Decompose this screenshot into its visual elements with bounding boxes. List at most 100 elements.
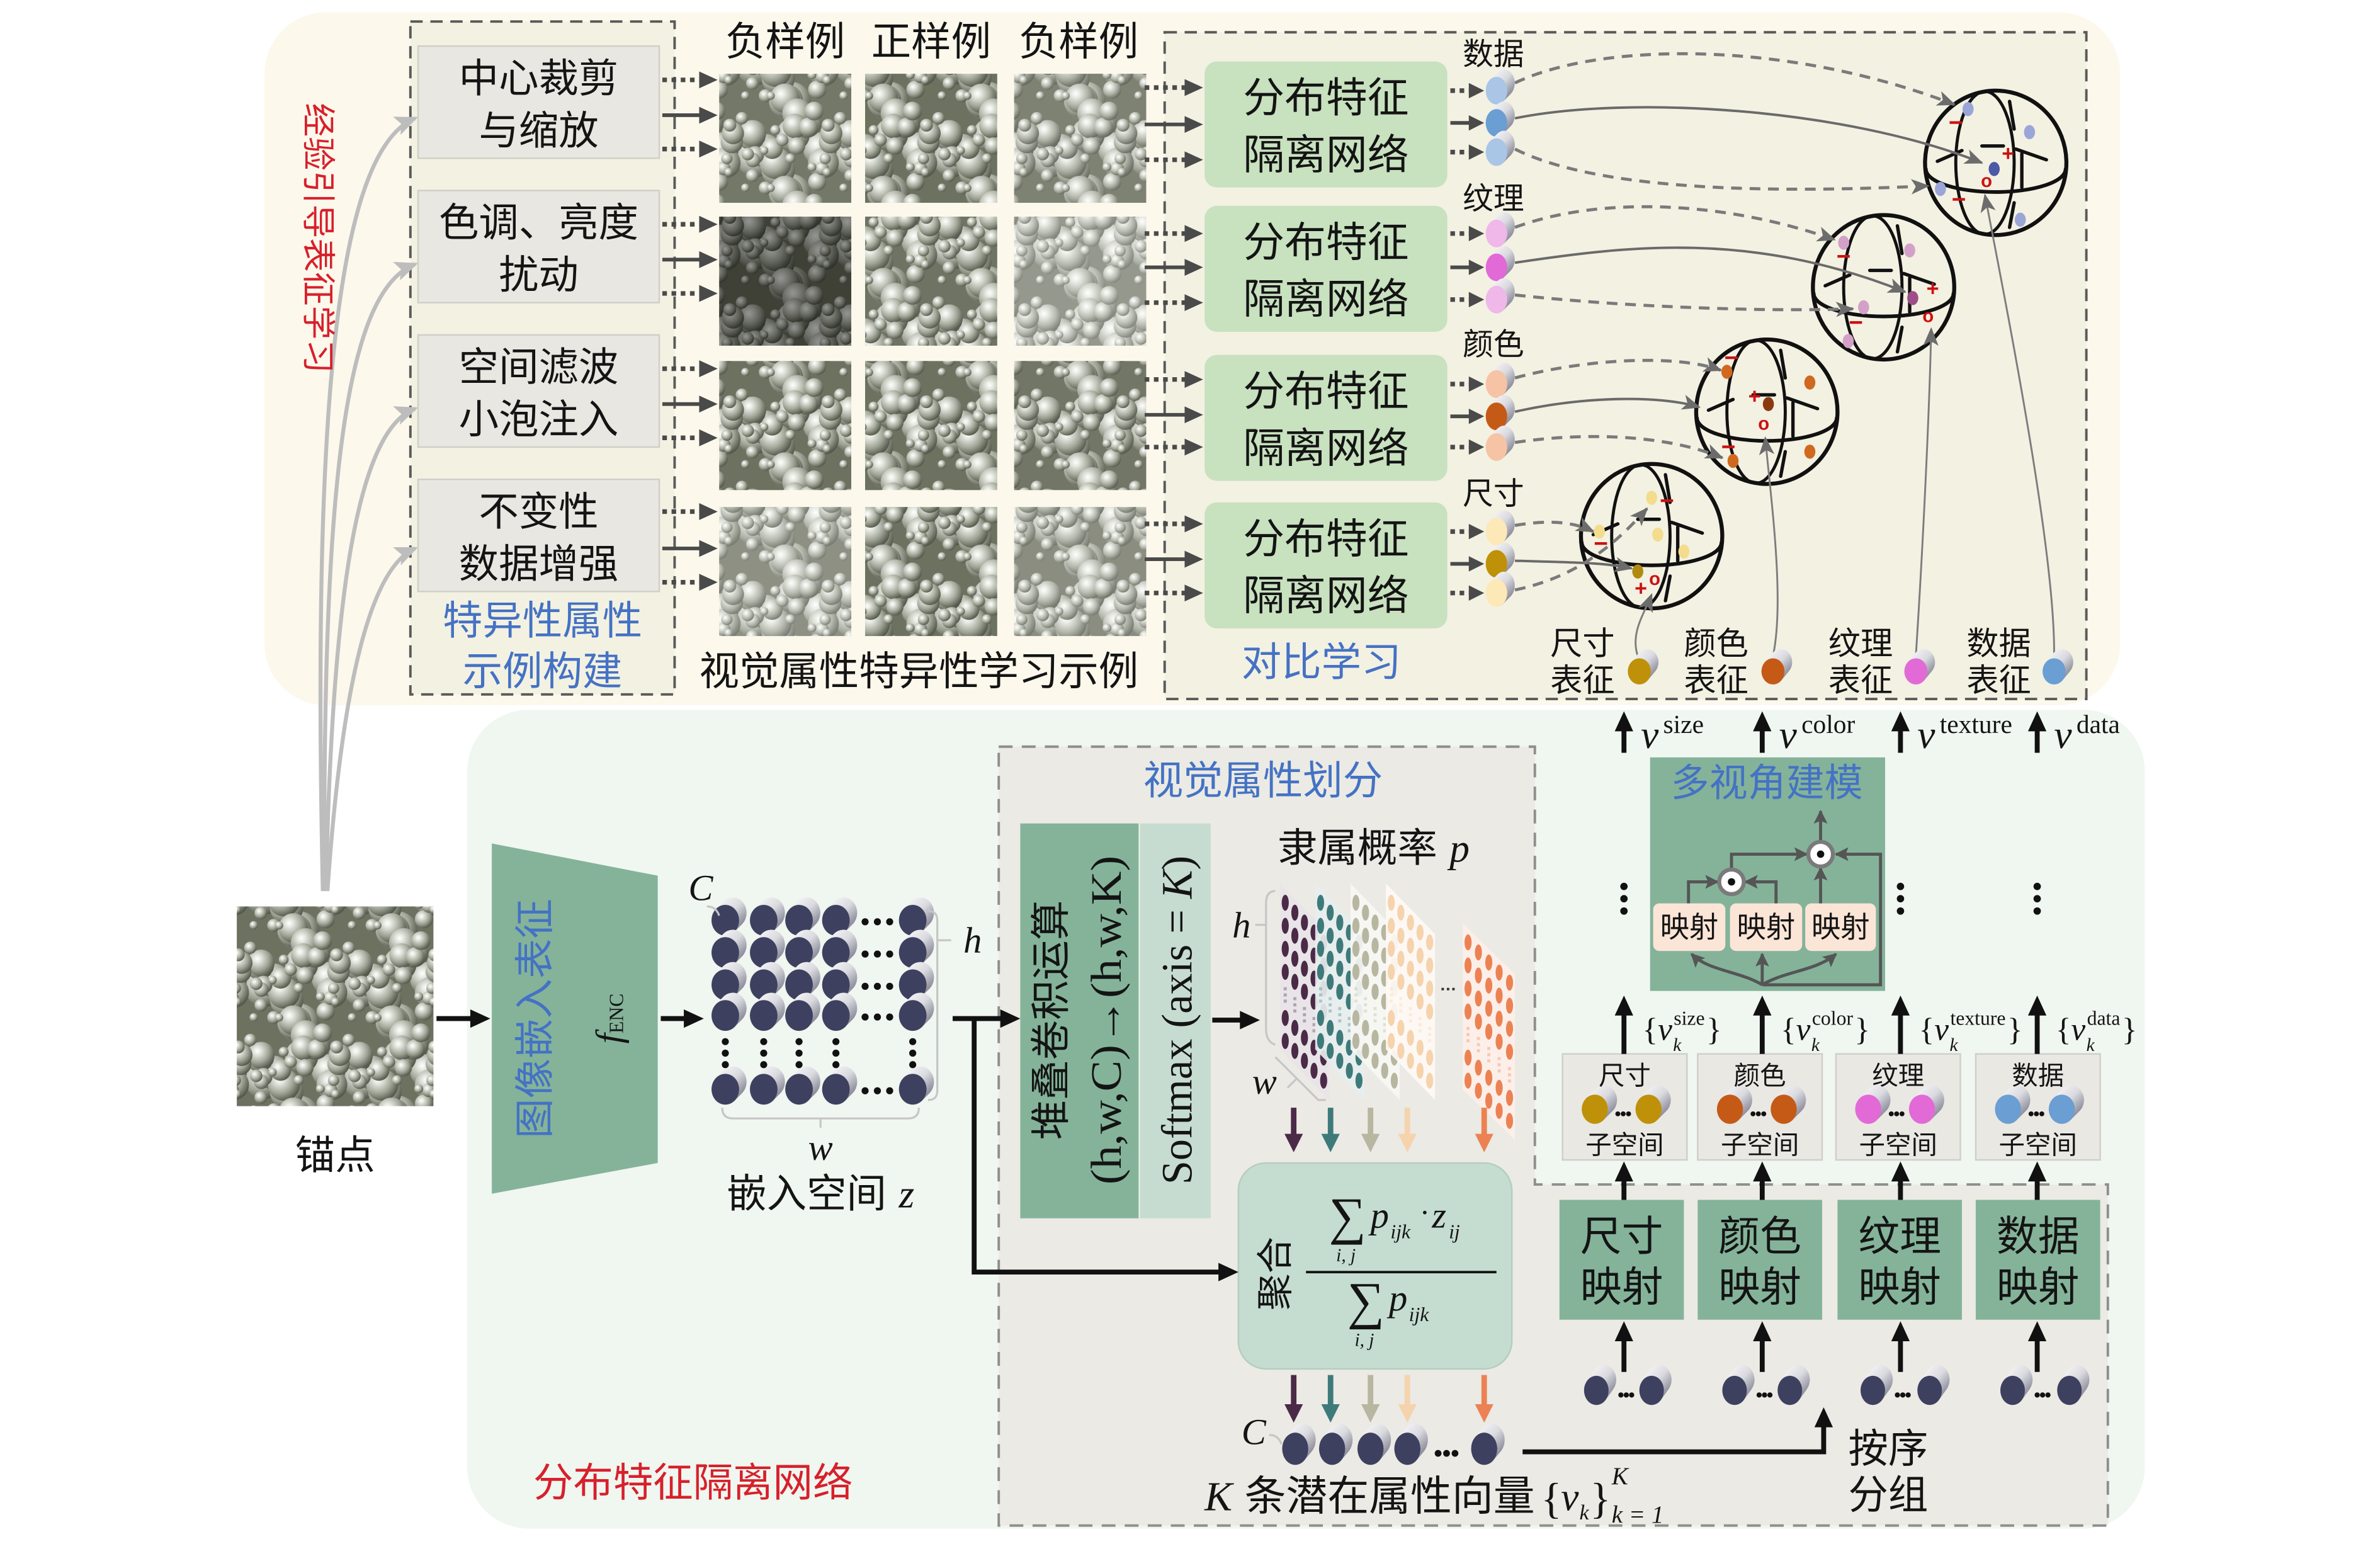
- map-cell: [1281, 917, 1289, 934]
- map-ellipsis-dot: [1446, 987, 1449, 991]
- ellipsis-dot: [861, 950, 869, 958]
- example-froth-image: [1014, 74, 1147, 203]
- negative-pair-link: [1514, 293, 1855, 317]
- negative-sample-point: [1727, 453, 1739, 468]
- grouped-vector-icon: [1777, 1365, 1810, 1405]
- froth-image: [864, 507, 997, 637]
- embedding-vector-icon: [711, 992, 747, 1031]
- map-cell-ellipsis: [1364, 1009, 1368, 1013]
- map-cell-ellipsis: [1329, 1009, 1332, 1013]
- latent-caption: 条潜在属性向量: [1245, 1472, 1535, 1520]
- map-cell-ellipsis: [1329, 1003, 1332, 1007]
- negative-flow-arrow: [1450, 82, 1485, 99]
- sphere-grid-line: [1779, 348, 1788, 380]
- map-cell-ellipsis: [1390, 993, 1393, 997]
- ellipsis-dot: [886, 918, 893, 926]
- arrow-head: [1398, 1133, 1417, 1152]
- latent-count-symbol: K: [1204, 1473, 1234, 1519]
- map-cell: [1505, 1113, 1514, 1129]
- mapping-label: 映射: [1858, 1263, 1941, 1312]
- ellipsis-dot: [1761, 1111, 1767, 1116]
- map-cell: [1464, 957, 1472, 974]
- multiview-map-label: 映射: [1660, 910, 1719, 944]
- embedding-to-conv-arrow: [953, 1009, 1021, 1028]
- guidance-arrows: [318, 116, 419, 892]
- map-cell-ellipsis: [1293, 1003, 1296, 1007]
- negative-flow-arrow: [1145, 225, 1203, 242]
- augmentation-method-labels: 中心裁剪 与缩放 色调、亮度 扰动 空间滤波 小泡注入 不变性 数据增强: [439, 55, 638, 587]
- map-cell: [1327, 974, 1334, 990]
- froth-image: [864, 74, 997, 203]
- subspace-vector-icon: [1635, 1085, 1671, 1124]
- ellipsis-dot: [861, 1087, 869, 1094]
- arrow-head: [1000, 1009, 1021, 1028]
- grouped-vectors: [1584, 1365, 2090, 1405]
- arrow-head: [1468, 225, 1485, 242]
- ellipsis-dot: [795, 1038, 803, 1045]
- embedded-sample-point: [1842, 334, 1854, 348]
- negative-vector-icon: [1485, 278, 1515, 314]
- arrow-head: [1184, 371, 1203, 389]
- cylinder-face: [1917, 1375, 1942, 1405]
- ellipsis-dot: [909, 1061, 917, 1069]
- membership-probability-map: [1386, 883, 1436, 1100]
- anchor-image: [237, 906, 434, 1106]
- map-cell: [1388, 963, 1395, 980]
- map-cell: [1281, 963, 1289, 980]
- cylinder-face: [1485, 219, 1507, 247]
- guidance-arrow: [324, 406, 419, 892]
- representation-vectors: [1628, 649, 2073, 684]
- vertical-ellipsis-dot: [1896, 882, 1905, 890]
- cylinder-face: [1635, 1094, 1662, 1124]
- map-cell: [1485, 954, 1493, 971]
- latent-set-close: }: [1590, 1475, 1611, 1523]
- network-labels: 分布特征 隔离网络 分布特征 隔离网络 分布特征 隔离网络 分布特征 隔离网络: [1243, 74, 1408, 620]
- set-subscript: k: [2087, 1035, 2095, 1055]
- map-cell: [1336, 960, 1344, 977]
- map-cell: [1464, 980, 1472, 997]
- map-cell: [1301, 1052, 1308, 1069]
- map-cell: [1407, 914, 1414, 931]
- numerator-z-subscript: ij: [1449, 1220, 1460, 1242]
- map-cell: [1381, 1062, 1388, 1079]
- negative-sample-point: [1962, 102, 1974, 116]
- map-cell: [1407, 1030, 1414, 1046]
- brightness-overlay: [1014, 74, 1147, 203]
- negative-vector-icon: [1485, 363, 1515, 398]
- map-cell: [1327, 1019, 1334, 1036]
- map-cell: [1416, 947, 1424, 964]
- negative-flow-arrow: [1145, 584, 1203, 602]
- brightness-overlay: [1014, 361, 1147, 491]
- map-cell-ellipsis: [1399, 1003, 1403, 1007]
- membership-maps: [1279, 883, 1516, 1140]
- negative-flow-arrow: [662, 429, 718, 446]
- embedding-vector-icon: [711, 962, 747, 1001]
- map-cell: [1352, 941, 1360, 957]
- arrow-head: [1468, 439, 1485, 455]
- map-cell: [1495, 1033, 1503, 1050]
- positive-flow-arrow: [1450, 115, 1485, 131]
- negative-flow-arrow: [1145, 515, 1203, 533]
- sphere-meridian: [1954, 89, 2016, 236]
- positive-flow-arrow: [1450, 556, 1485, 572]
- representation-label: 尺寸: [1550, 625, 1614, 662]
- ellipsis-dot: [2034, 1392, 2040, 1398]
- map-cell: [1371, 1052, 1379, 1069]
- map-cell-ellipsis: [1293, 997, 1296, 1001]
- embedded-sample-point: [1804, 375, 1816, 390]
- sphere-equator: [1924, 167, 2068, 194]
- ellipsis-dot: [873, 918, 881, 926]
- cylinder-face: [2048, 1094, 2075, 1124]
- group-to-mapping-arrow: [1614, 1321, 1633, 1372]
- example-froth-image: [719, 361, 852, 491]
- cylinder-face: [749, 937, 778, 968]
- arrow-head: [699, 360, 718, 377]
- method-box-center-crop: [417, 45, 660, 159]
- embedding-vector-icon: [822, 897, 858, 936]
- embedded-sample-point: [1904, 243, 1915, 258]
- ellipsis-dot: [1756, 1392, 1762, 1398]
- numerator-dot: ·: [1420, 1196, 1430, 1230]
